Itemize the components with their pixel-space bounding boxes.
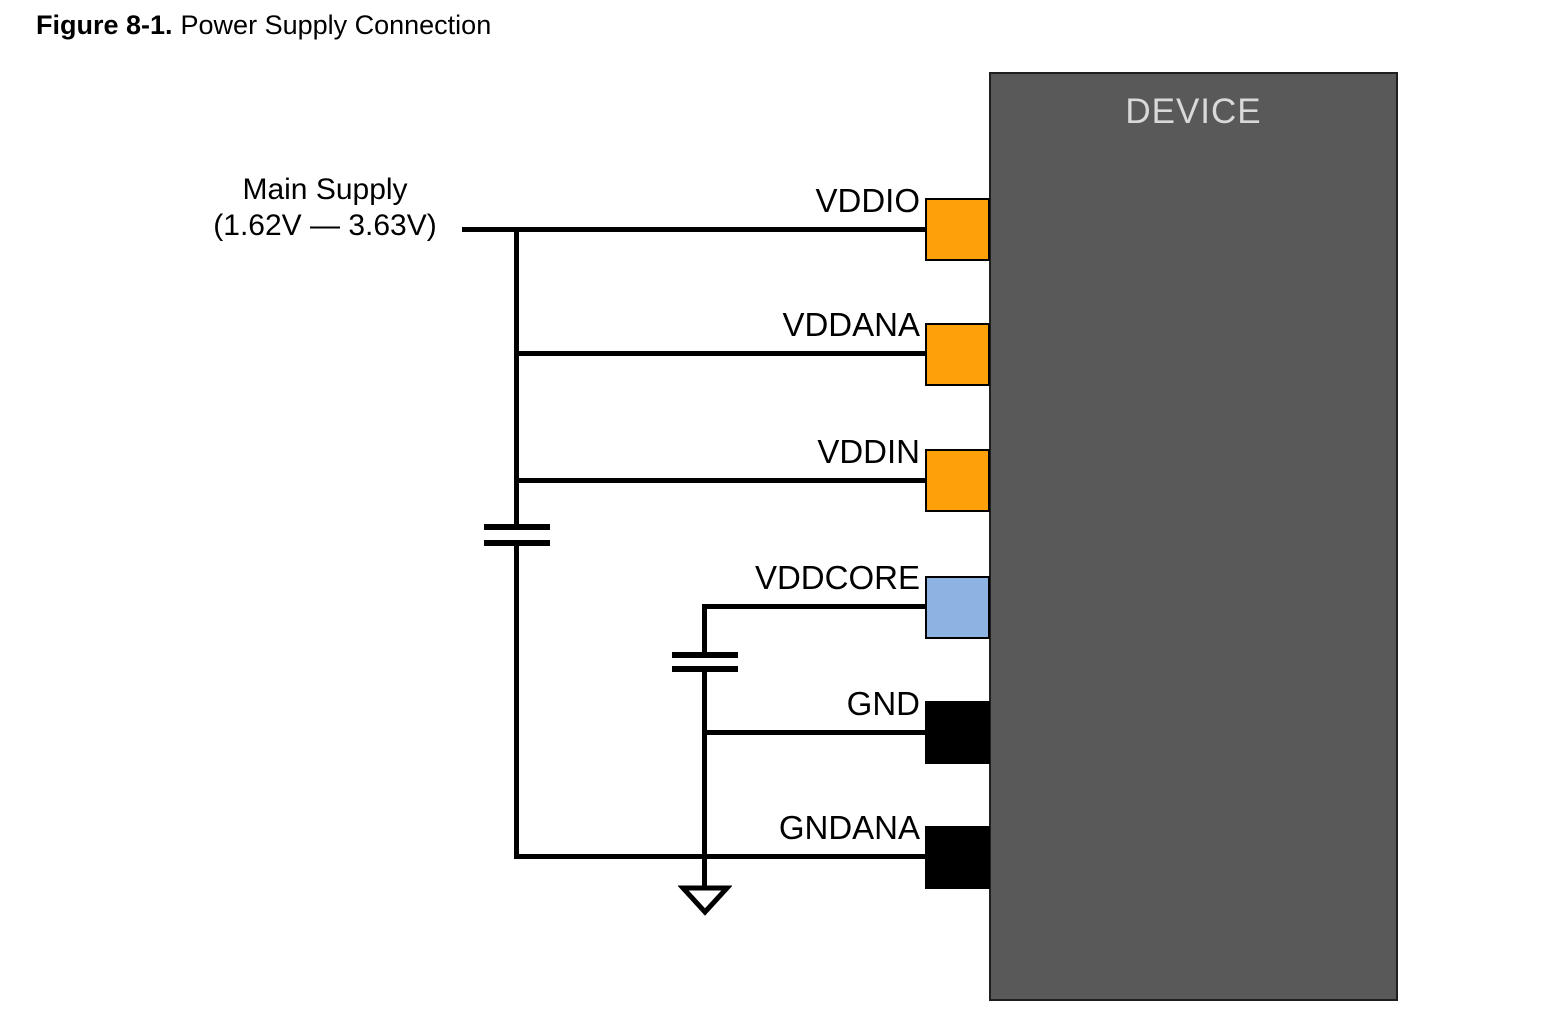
main-supply-name: Main Supply xyxy=(242,173,408,206)
pin-label-vddin: VDDIN xyxy=(817,433,920,470)
wire-gnd xyxy=(702,730,928,735)
wire-main-supply xyxy=(462,227,928,232)
pad-vddin xyxy=(925,449,990,512)
main-supply-label: Main Supply (1.62V — 3.63V) xyxy=(180,172,470,244)
capacitor1-top-plate xyxy=(484,524,550,530)
capacitor1-bottom-plate xyxy=(484,540,550,546)
pad-vddana xyxy=(925,323,990,386)
pad-gndana xyxy=(925,826,990,889)
pin-label-gndana: GNDANA xyxy=(778,809,920,846)
main-supply-range: (1.62V — 3.63V) xyxy=(213,209,437,242)
device-label: DEVICE xyxy=(1125,92,1262,131)
wire-vddin xyxy=(514,478,928,483)
wire-trunk-lower xyxy=(514,546,519,859)
device-box: DEVICE xyxy=(989,72,1398,1001)
wire-gndana xyxy=(514,854,928,859)
capacitor2-bottom-plate xyxy=(672,666,738,672)
pin-label-vddio: VDDIO xyxy=(815,182,920,219)
pad-vddcore xyxy=(925,576,990,639)
capacitor2-top-plate xyxy=(672,652,738,658)
wire-core-branch-upper xyxy=(702,604,707,652)
wire-vddana xyxy=(514,351,928,356)
wire-trunk-upper xyxy=(514,227,519,527)
pad-gnd xyxy=(925,701,990,764)
wire-vddcore xyxy=(702,604,928,609)
ground-icon xyxy=(678,885,732,916)
pad-vddio xyxy=(925,198,990,261)
figure-title: Power Supply Connection xyxy=(180,10,492,40)
pin-label-vddcore: VDDCORE xyxy=(754,559,920,596)
wire-core-branch-lower xyxy=(702,672,707,888)
figure-caption: Figure 8-1.Power Supply Connection xyxy=(36,10,491,41)
figure-number: Figure 8-1. xyxy=(36,10,173,40)
pin-label-gnd: GND xyxy=(846,685,920,722)
pin-label-vddana: VDDANA xyxy=(782,306,920,343)
